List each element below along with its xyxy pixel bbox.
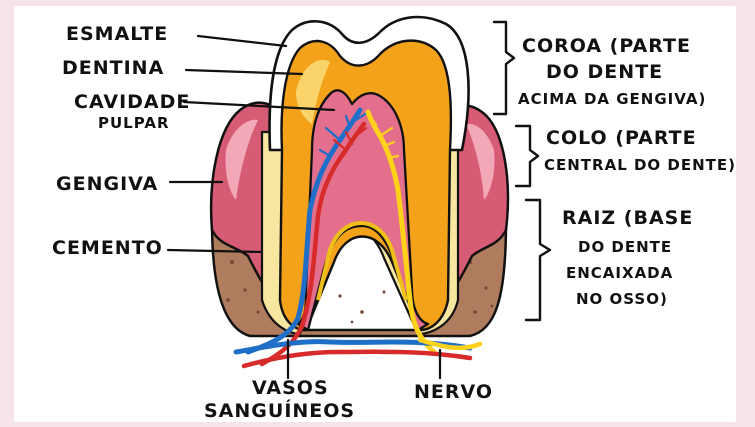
label-cemento: CEMENTO <box>52 237 163 259</box>
raiz-line-4: NO OSSO) <box>576 290 668 308</box>
label-nervo: NERVO <box>414 381 493 403</box>
coroa-line-3: ACIMA DA GENGIVA) <box>518 90 706 108</box>
label-dentina: DENTINA <box>62 57 164 79</box>
label-esmalte: ESMALTE <box>66 23 168 45</box>
label-pulpar: PULPAR <box>98 114 170 132</box>
coroa-line-1: COROA (PARTE <box>522 35 691 57</box>
label-cavidade: CAVIDADE <box>74 91 190 113</box>
raiz-line-3: ENCAIXADA <box>566 264 673 282</box>
colo-line-1: COLO (PARTE <box>546 127 697 149</box>
raiz-line-1: RAIZ (BASE <box>562 207 693 229</box>
label-vasos: VASOS <box>252 377 329 399</box>
label-gengiva: GENGIVA <box>56 173 158 195</box>
raiz-line-2: DO DENTE <box>578 238 672 256</box>
coroa-line-2: DO DENTE <box>546 61 663 83</box>
label-sanguineos: SANGUÍNEOS <box>204 399 355 422</box>
colo-line-2: CENTRAL DO DENTE) <box>544 156 736 174</box>
